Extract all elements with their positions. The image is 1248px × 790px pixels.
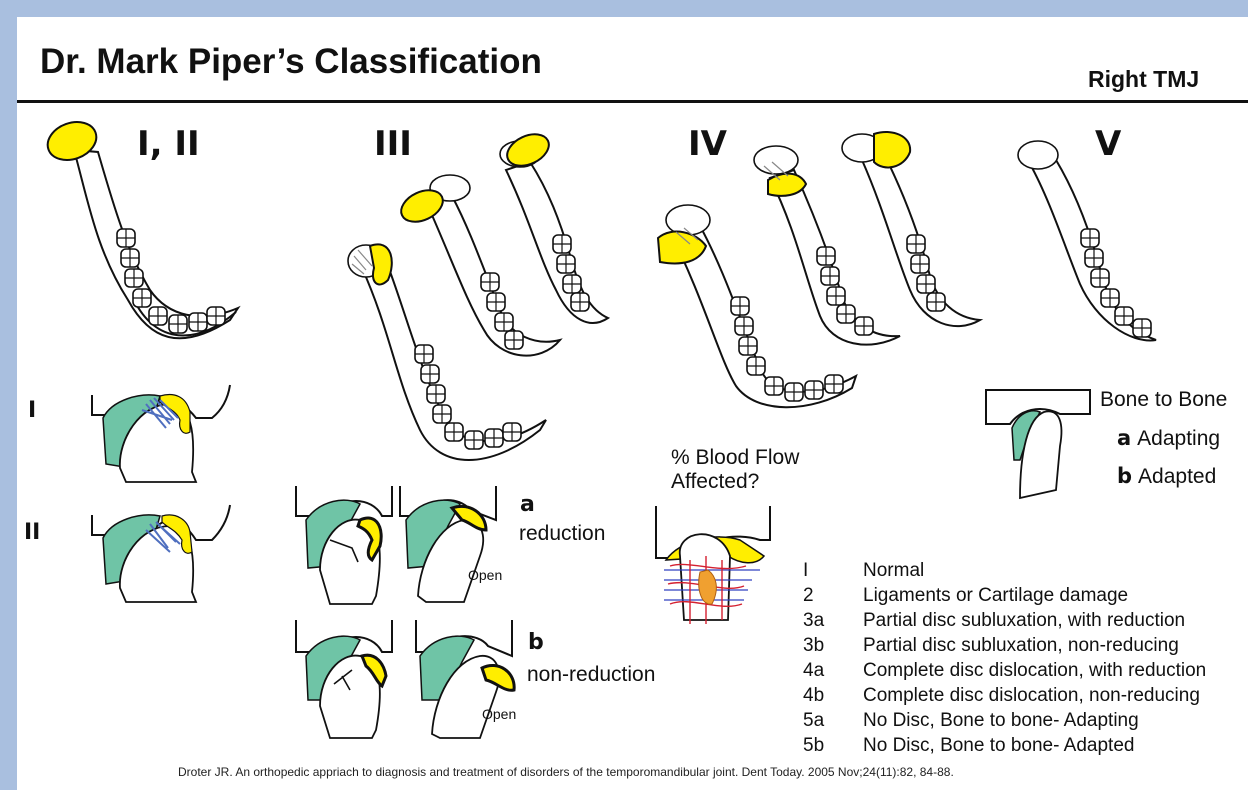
joint-panel-iii-a-open xyxy=(400,486,496,602)
bone-to-bone-heading: Bone to Bone xyxy=(1100,388,1227,412)
stage-iii-b-text: non-reduction xyxy=(527,663,655,687)
mandible-stage-iii-c xyxy=(500,128,608,323)
stage-iii-a-text: reduction xyxy=(519,522,605,546)
open-label-b: Open xyxy=(482,706,516,722)
joint-detail-stage-ii xyxy=(92,505,230,602)
row-label-i: I xyxy=(28,398,36,423)
stage-label-v: V xyxy=(1095,124,1121,164)
stage-iii-a-letter: a xyxy=(520,492,535,517)
joint-panel-iii-a-closed xyxy=(296,486,392,604)
stage-label-iii: III xyxy=(374,124,412,164)
blood-flow-question: % Blood Flow Affected? xyxy=(671,446,831,494)
mandible-stage-v xyxy=(1018,141,1156,340)
stage-label-iv: IV xyxy=(688,124,727,164)
joint-detail-stage-v xyxy=(986,390,1090,498)
blood-flow-joint xyxy=(656,506,770,624)
open-label-a: Open xyxy=(468,567,502,583)
stage-iii-b-letter: b xyxy=(528,630,544,655)
mandible-stage-iv-c xyxy=(842,132,980,326)
row-label-ii: II xyxy=(24,520,40,545)
joint-panel-iii-b-closed xyxy=(296,620,392,738)
joint-detail-stage-i xyxy=(92,385,230,482)
citation: Droter JR. An orthopedic appriach to dia… xyxy=(178,765,954,779)
stage-label-i-ii: I, II xyxy=(137,124,200,164)
